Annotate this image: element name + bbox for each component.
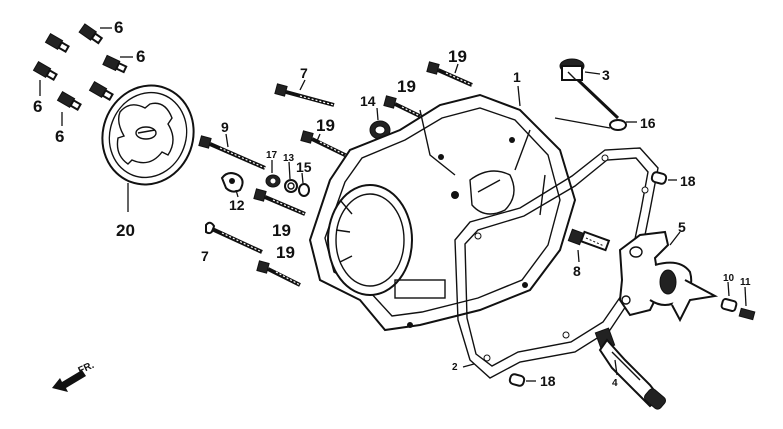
bolt-11 [738, 307, 756, 321]
bolt-19-a [426, 61, 473, 87]
bolt-group-6 [32, 23, 128, 111]
dowel-pin-18-upper [650, 171, 668, 185]
crankcase-cover-1 [308, 93, 577, 332]
callout-9: 9 [221, 119, 229, 135]
spacer-10 [720, 298, 738, 312]
callout-19-a: 19 [448, 47, 467, 66]
direction-indicator [52, 370, 86, 392]
kick-starter-5 [618, 230, 719, 323]
bolt-19-d [253, 188, 306, 216]
callout-7-a: 7 [300, 65, 308, 81]
arrow-left-down-icon [52, 370, 86, 392]
pivot-bolt-8 [567, 228, 611, 252]
callout-15: 15 [296, 159, 312, 175]
callout-3: 3 [602, 67, 610, 83]
callout-11: 11 [740, 277, 751, 288]
callout-8: 8 [573, 263, 581, 279]
long-bolt-7-lower [205, 221, 263, 254]
callout-2: 2 [452, 362, 458, 373]
dowel-pin-18-lower [508, 373, 526, 387]
callout-6-a: 6 [114, 18, 123, 37]
bolt-19-c [300, 130, 348, 158]
callout-20: 20 [116, 221, 135, 240]
callout-16: 16 [640, 115, 656, 131]
callout-6-b: 6 [136, 47, 145, 66]
filler-cap-3 [559, 58, 620, 120]
long-bolt-9 [198, 135, 266, 170]
o-ring-16 [609, 119, 627, 131]
callout-13: 13 [283, 153, 295, 164]
washer-set-13-15-17 [265, 174, 310, 197]
callout-12: 12 [229, 197, 245, 213]
kick-arm-4 [594, 327, 667, 410]
callout-5: 5 [678, 219, 686, 235]
clip-12 [220, 172, 244, 193]
callout-10: 10 [723, 273, 735, 284]
callout-7-b: 7 [201, 248, 209, 264]
cover-plate-20 [101, 84, 195, 186]
callout-19-c: 19 [316, 116, 335, 135]
callout-6-d: 6 [55, 127, 64, 146]
callout-19-e: 19 [276, 243, 295, 262]
callout-6-c: 6 [33, 97, 42, 116]
bolt-19-e [256, 260, 301, 287]
callout-17: 17 [266, 150, 278, 161]
callout-18-a: 18 [680, 173, 696, 189]
callout-14: 14 [360, 93, 376, 109]
callout-18-b: 18 [540, 373, 556, 389]
direction-label: FR. [77, 360, 96, 377]
callout-4: 4 [612, 378, 618, 389]
long-bolt-7-upper [274, 83, 335, 107]
callout-19-b: 19 [397, 77, 416, 96]
callout-19-d: 19 [272, 221, 291, 240]
callout-1: 1 [513, 69, 521, 85]
